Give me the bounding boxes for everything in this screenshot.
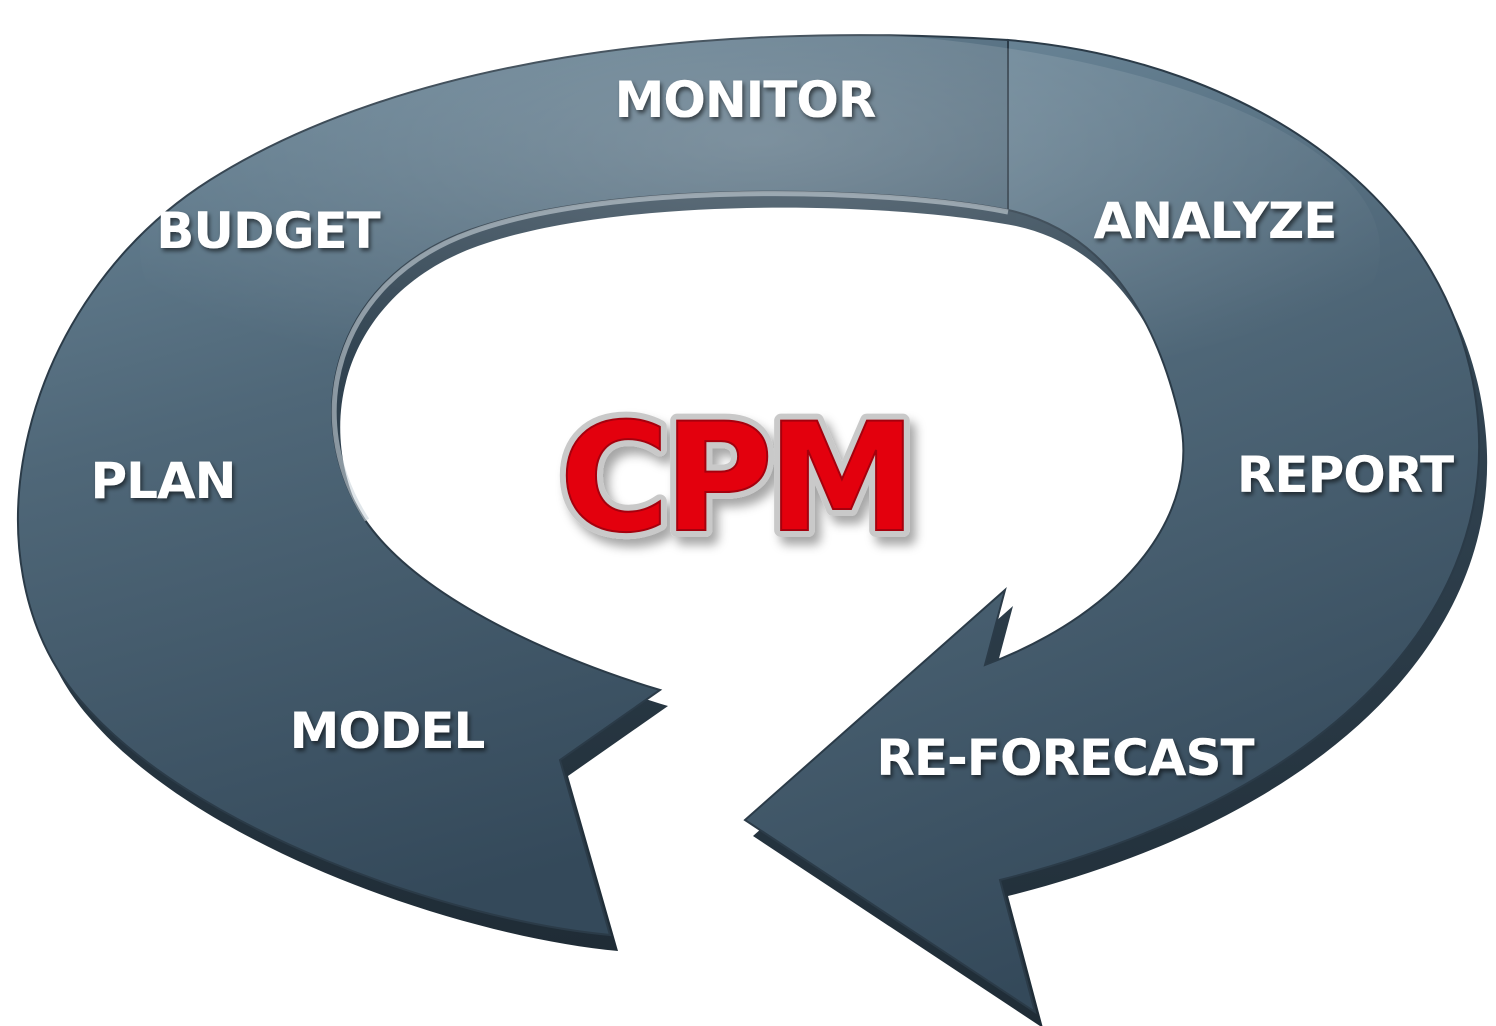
- stage-label-plan: PLAN: [90, 452, 235, 510]
- ring-sheen: [140, 30, 1380, 470]
- stage-label-monitor: MONITOR: [615, 71, 876, 129]
- stage-label-model: MODEL: [290, 702, 485, 760]
- stage-label-analyze: ANALYZE: [1094, 192, 1337, 250]
- stage-label-re-forecast: RE-FORECAST: [876, 729, 1254, 787]
- stage-label-budget: BUDGET: [156, 202, 380, 260]
- inner-bevel: [331, 191, 1009, 522]
- center-label-outline: CPM: [559, 392, 910, 566]
- stage-label-report: REPORT: [1237, 446, 1454, 504]
- center-label: CPM: [559, 392, 910, 566]
